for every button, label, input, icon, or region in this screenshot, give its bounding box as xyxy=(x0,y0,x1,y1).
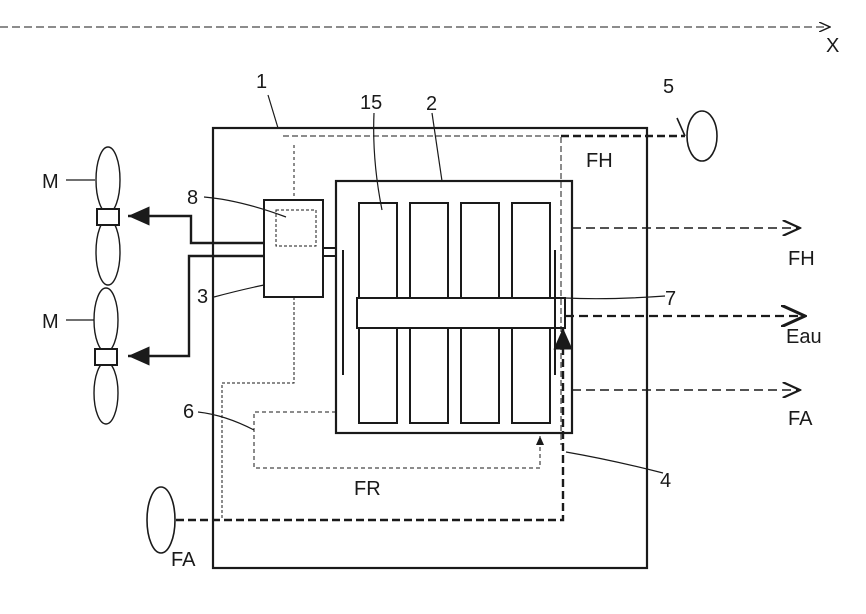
controller-3 xyxy=(264,200,323,297)
leader-7 xyxy=(565,296,665,299)
cell-1-top xyxy=(359,203,397,298)
leader-4 xyxy=(566,452,663,473)
label-fr: FR xyxy=(354,478,381,500)
cell-3-top xyxy=(461,203,499,298)
enclosure-1 xyxy=(213,128,647,568)
fa-inlet-flap xyxy=(147,487,175,553)
label-fa-in: FA xyxy=(171,549,196,571)
label-ref-6: 6 xyxy=(183,401,194,423)
label-ref-3: 3 xyxy=(197,286,208,308)
label-ref-5: 5 xyxy=(663,76,674,98)
label-eau-out: Eau xyxy=(786,326,822,348)
label-fh-inner: FH xyxy=(586,150,613,172)
x-axis-label: X xyxy=(826,35,839,57)
label-fa-out: FA xyxy=(788,408,813,430)
cell-4-top xyxy=(512,203,550,298)
fan-top xyxy=(96,147,120,285)
label-ref-7: 7 xyxy=(665,288,676,310)
motor-wire-top xyxy=(128,216,264,243)
label-fh-out: FH xyxy=(788,248,815,270)
leader-2 xyxy=(432,113,442,181)
leader-1 xyxy=(268,95,278,128)
fh-duct xyxy=(283,136,561,445)
label-ref-15: 15 xyxy=(360,92,382,114)
label-ref-8: 8 xyxy=(187,187,198,209)
motor-wire-bottom xyxy=(128,256,264,356)
label-ref-1: 1 xyxy=(256,71,267,93)
leader-3 xyxy=(214,285,264,297)
label-motor-top: M xyxy=(42,171,59,193)
flap-5-stem xyxy=(677,118,685,136)
cell-2-top xyxy=(410,203,448,298)
cell-1-bottom xyxy=(359,328,397,423)
fan-bottom xyxy=(94,288,118,424)
label-ref-4: 4 xyxy=(660,470,671,492)
control-loop-6 xyxy=(222,297,294,518)
cell-2-bottom xyxy=(410,328,448,423)
label-ref-2: 2 xyxy=(426,93,437,115)
cell-4-bottom xyxy=(512,328,550,423)
label-motor-bottom: M xyxy=(42,311,59,333)
flap-5 xyxy=(687,111,717,161)
stack-2 xyxy=(336,181,572,433)
leader-6 xyxy=(198,412,254,430)
cell-3-bottom xyxy=(461,328,499,423)
water-channel-7 xyxy=(357,298,565,328)
